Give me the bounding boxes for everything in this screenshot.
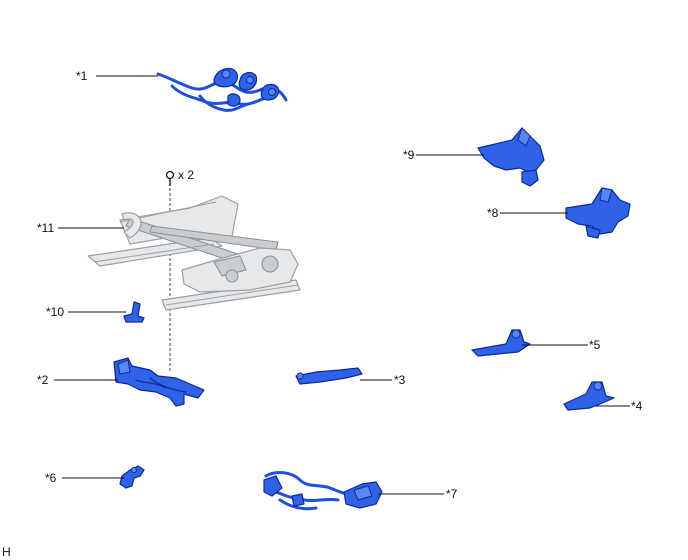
callout-8: *8 bbox=[487, 206, 499, 220]
callout-4: *4 bbox=[631, 399, 643, 413]
callout-3: *3 bbox=[394, 373, 406, 387]
fastener-symbol bbox=[165, 170, 175, 186]
part-10-clip bbox=[123, 301, 145, 323]
fastener-quantity: x 2 bbox=[178, 168, 194, 182]
callout-6: *6 bbox=[45, 471, 57, 485]
part-4-bracket bbox=[563, 381, 615, 411]
figure-code: H bbox=[2, 545, 11, 559]
bolt-icon bbox=[165, 170, 175, 180]
part-5-bracket bbox=[471, 329, 531, 357]
callout-1: *1 bbox=[76, 69, 88, 83]
callout-10: *10 bbox=[46, 305, 64, 319]
callout-11: *11 bbox=[37, 221, 54, 235]
part-9-bracket bbox=[477, 127, 545, 187]
part-6-connector bbox=[119, 465, 145, 489]
part-1-wire-harness bbox=[156, 67, 288, 112]
part-7-wire-harness bbox=[263, 471, 383, 511]
callout-2: *2 bbox=[37, 373, 49, 387]
callout-9: *9 bbox=[403, 148, 415, 162]
part-11-seat-frame bbox=[87, 195, 301, 311]
part-8-bracket bbox=[565, 187, 631, 239]
part-3-cover bbox=[295, 367, 363, 385]
callout-5: *5 bbox=[589, 338, 601, 352]
callout-7: *7 bbox=[446, 487, 458, 501]
part-2-bracket bbox=[113, 357, 205, 407]
